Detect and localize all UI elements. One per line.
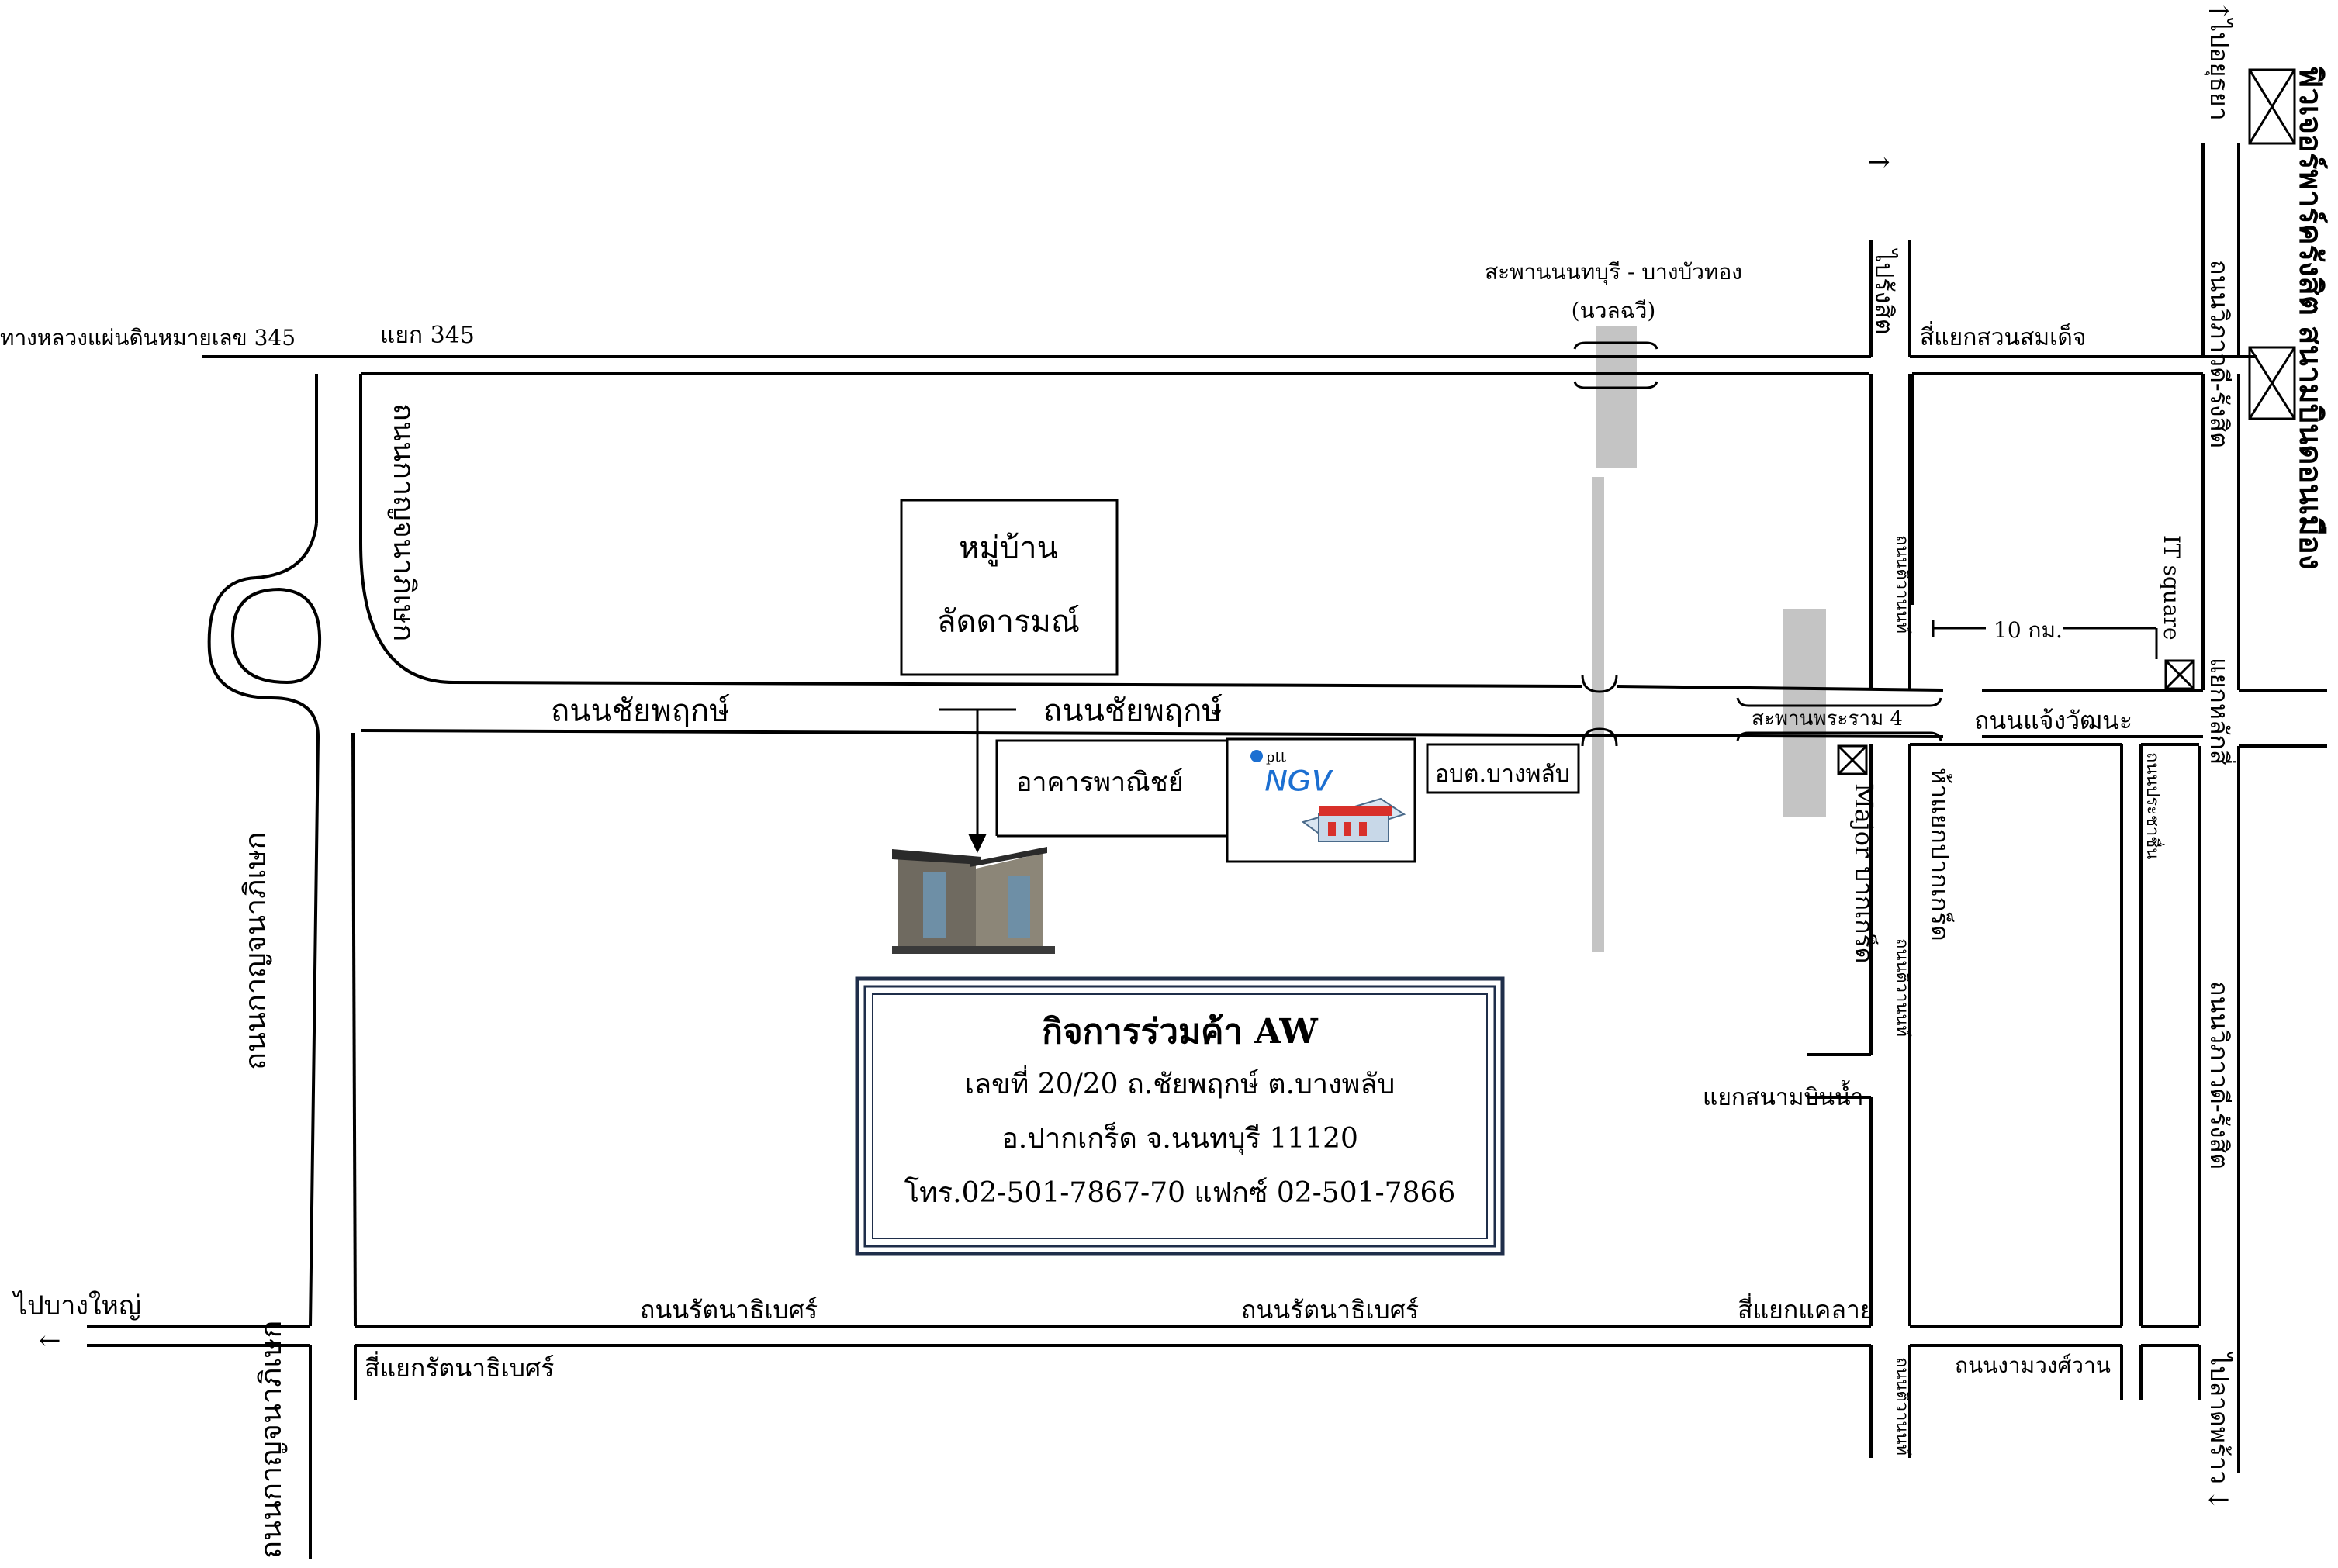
to-rangsit-arrow: ↑ [1862,151,1894,174]
ngv-station-box [1226,737,1416,863]
rattanathibet-label-right: ถนนรัตนาธิเบศร์ [1241,1295,1419,1325]
don-mueang-marker [2248,346,2296,420]
tiwanon-label-lower: ถนนติวานนท์ [1892,1357,1911,1456]
rattanathibet-junction-label: สี่แยกรัตนาธิเบศร์ [365,1351,554,1383]
major-pakkret-marker [1837,744,1868,775]
junction-345-label: แยก 345 [380,322,475,349]
tiwanon-road [1807,240,1911,1458]
ngv-logo: ptt NGV [1250,749,1335,799]
chaiyaphruek-label-left: ถนนชัยพฤกษ์ [551,693,730,729]
bridge-bracket-rama4-top [1736,697,1942,707]
highway-345-label: ทางหลวงแผ่นดินหมายเลข 345 [0,325,296,351]
to-bang-yai-label: ไปบางใหญ่ [12,1290,141,1321]
bridge-band-column [1592,477,1604,952]
vibhavadi-label-lower: ถนนวิภาวดี-รังสิต [2205,981,2234,1169]
to-rangsit-label: ไปรังสิต [1869,247,1899,335]
company-info-box [855,976,1505,1256]
chaeng-watthana-label: ถนนแจ้งวัฒนะ [1974,706,2132,735]
sanam-bin-nam-label: แยกสนามบินน้ำ [1703,1080,1863,1111]
ngam-wong-wan-label: ถนนงามวงศ์วาน [1955,1352,2111,1378]
highway-345-road [202,355,2257,375]
vibhavadi-label-upper: ถนนวิภาวดี-รังสิต [2205,260,2234,448]
to-ayutthaya-label: ไปอยุธยา [2204,17,2234,121]
major-pakkret-label: Major ปากเกร็ด [1849,783,1879,963]
kanchanaphisek-label-lower: ถนนกาญจนาภิเษก [254,1321,288,1559]
svg-text:ptt: ptt [1266,749,1287,765]
office-building-icon [892,847,1055,954]
kanchanaphisek-label-upper: ถนนกาญจนาภิเษก [387,403,421,641]
obt-box [1426,743,1580,794]
future-park-marker [2248,68,2296,145]
bridge-bracket-top [1573,341,1658,350]
bridge-top-label-line2: (นวลฉวี) [1572,298,1656,323]
lak-si-label: แยกหลักสี่ [2205,658,2236,765]
company-address-line2: อ.ปากเกร็ด จ.นนทบุรี 11120 [1001,1121,1358,1155]
obt-label: อบต.บางพลับ [1435,761,1570,788]
bridge-band-rama4 [1783,609,1826,817]
suan-somdet-label: สี่แยกสวนสมเด็จ [1920,321,2086,351]
company-phone: โทร.02-501-7867-70 แฟกซ์ 02-501-7866 [904,1176,1456,1209]
kanchanaphisek-road [207,374,357,1559]
it-square-label: IT square [2159,535,2184,641]
tiwanon-label-mid: ถนนติวานนท์ [1892,938,1911,1037]
chaiyaphruek-label-mid: ถนนชัยพฤกษ์ [1043,693,1223,729]
future-park-label: ฟิวเจอร์พาร์ครังสิต [2292,66,2329,316]
village-name-line1: หมู่บ้าน [959,530,1058,566]
rama4-bridge-label: สะพานพระราม 4 [1752,707,1903,730]
pakkret-intersection-label: ห้าแยกปากเกร็ด [1925,768,1955,941]
to-ayutthaya-arrow: ↑ [2202,0,2233,22]
distance-label: 10 กม. [1994,617,2063,643]
bridge-band-upper [1596,326,1637,468]
commercial-building-label: อาคารพาณิชย์ [1016,767,1184,798]
to-lat-phrao-arrow: ↓ [2202,1489,2233,1511]
bridge-bracket-bottom [1573,381,1658,389]
right-grid-roads [1910,143,2240,1473]
don-mueang-label: สนามบินดอนเมือง [2292,326,2329,569]
it-square-marker [2164,659,2195,690]
village-box [900,499,1119,676]
chaiyaphruek-road [359,374,2327,748]
distance-scale [1932,620,2158,659]
location-arrow [939,708,1016,853]
company-address-line1: เลขที่ 20/20 ถ.ชัยพฤกษ์ ต.บางพลับ [965,1065,1396,1100]
prachachuen-label: ถนนประชาชื่น [2143,752,2165,859]
to-lat-phrao-label: ไปลาดพร้าว [2205,1351,2234,1484]
rattanathibet-label-left: ถนนรัตนาธิเบศร์ [640,1295,818,1325]
bridge-bracket-rama4-bottom [1736,731,1942,741]
to-bang-yai-arrow: ← [39,1325,61,1356]
tiwanon-label-upper: ถนนติวานนท์ [1892,535,1911,634]
rattanathibet-road [87,1325,1871,1347]
bridge-top-label-line1: สะพานนนทบุรี - บางบัวทอง [1485,259,1742,285]
bridge-cap-lower [1581,727,1618,747]
company-name: กิจการร่วมค้า AW [1042,1012,1318,1052]
gas-station-icon [1301,797,1406,842]
commercial-box [995,739,1226,836]
svg-text:NGV: NGV [1264,764,1334,798]
village-name-line2: ลัดดารมณ์ [937,604,1080,640]
kanchanaphisek-label-mid: ถนนกาญจนาภิเษก [238,832,272,1070]
khae-lai-label: สี่แยกแคลาย [1738,1293,1875,1325]
bridge-cap-upper [1581,674,1618,693]
